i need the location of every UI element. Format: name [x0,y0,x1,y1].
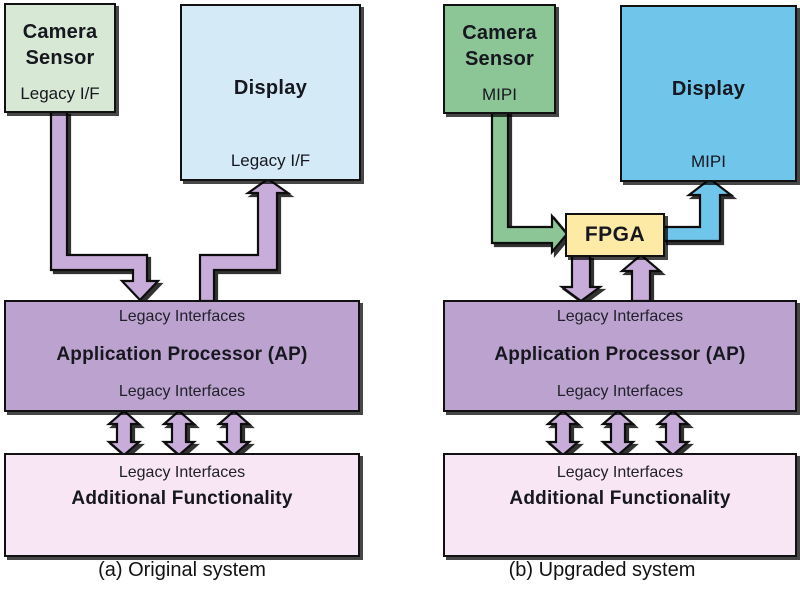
arrow-camera-to-ap-a [49,110,161,302]
camera-sensor-box-b: Camera Sensor MIPI [443,4,556,114]
arrow-fpga-to-display-b [662,177,735,243]
additional-interface-label-a: Legacy Interfaces [118,464,246,481]
camera-title-line1-a: Camera [22,21,98,43]
display-box-b: Display MIPI [620,5,797,182]
additional-title-b: Additional Functionality [509,488,731,509]
double-arrow-ap-additional-b3 [655,409,691,457]
double-arrow-ap-additional-b2 [600,409,636,457]
additional-functionality-box-b: Legacy Interfaces Additional Functionali… [443,453,797,557]
application-processor-box-b: Legacy Interfaces Application Processor … [443,300,797,412]
ap-title-b: Application Processor (AP) [494,343,746,365]
camera-title-line1-b: Camera [462,22,537,44]
fpga-title: FPGA [584,223,646,246]
ap-title-a: Application Processor (AP) [56,343,308,365]
double-arrow-ap-additional-a1 [106,409,142,457]
ap-top-interface-label-b: Legacy Interfaces [556,308,684,325]
arrow-camera-to-fpga-b [490,110,569,256]
display-interface-label-a: Legacy I/F [230,151,311,170]
display-title-a: Display [233,77,308,99]
fpga-box: FPGA [565,213,665,257]
camera-sensor-title-b: Camera Sensor [462,20,537,72]
display-interface-label-b: MIPI [691,152,726,171]
double-arrow-ap-additional-a2 [161,409,197,457]
arrow-fpga-to-ap-b [558,254,604,303]
double-arrow-ap-additional-a3 [216,409,252,457]
camera-sensor-box-a: Camera Sensor Legacy I/F [4,3,116,113]
display-box-a: Display Legacy I/F [180,4,361,181]
camera-title-line2-b: Sensor [464,48,534,70]
ap-bottom-interface-label-a: Legacy Interfaces [118,383,246,400]
application-processor-box-a: Legacy Interfaces Application Processor … [4,300,360,412]
double-arrow-ap-additional-b1 [545,409,581,457]
ap-top-interface-label-a: Legacy Interfaces [118,308,246,325]
arrow-ap-to-fpga-b [618,253,664,303]
additional-title-a: Additional Functionality [71,488,293,509]
camera-interface-label-b: MIPI [482,85,517,104]
additional-functionality-box-a: Legacy Interfaces Additional Functionali… [4,453,360,557]
caption-original-system: (a) Original system [98,559,266,581]
camera-sensor-title-a: Camera Sensor [23,19,98,71]
camera-interface-label-a: Legacy I/F [20,84,100,103]
caption-upgraded-system: (b) Upgraded system [508,559,696,581]
ap-bottom-interface-label-b: Legacy Interfaces [556,383,684,400]
camera-title-line2-a: Sensor [25,47,95,69]
additional-interface-label-b: Legacy Interfaces [556,464,684,481]
display-title-b: Display [671,78,746,100]
arrow-ap-to-display-a [198,177,292,303]
